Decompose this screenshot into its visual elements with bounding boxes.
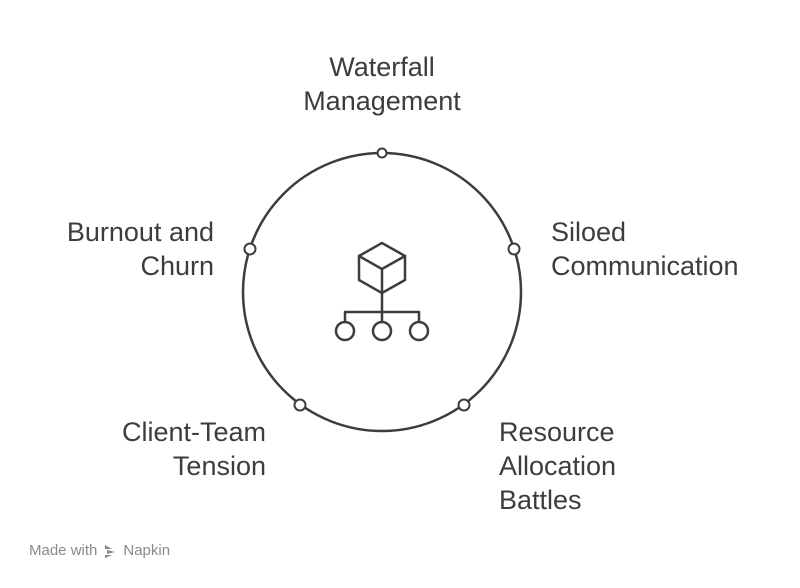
made-with-napkin-footer[interactable]: Made with Napkin bbox=[29, 541, 170, 561]
label-burnout-and-churn: Burnout and Churn bbox=[67, 215, 214, 283]
label-bottom-right-line-1: Resource bbox=[499, 417, 615, 447]
label-waterfall-management: Waterfall Management bbox=[282, 50, 482, 118]
label-left-line-2: Churn bbox=[140, 251, 214, 281]
label-resource-allocation-battles: Resource Allocation Battles bbox=[499, 415, 616, 517]
label-right-line-1: Siloed bbox=[551, 217, 627, 247]
label-top-line-1: Waterfall bbox=[329, 52, 435, 82]
node-marker-left bbox=[243, 242, 257, 256]
label-bottom-right-line-3: Battles bbox=[499, 485, 582, 515]
label-bottom-right-line-2: Allocation bbox=[499, 451, 617, 481]
hierarchy-child-right bbox=[408, 320, 430, 342]
hierarchy-child-center bbox=[371, 320, 393, 342]
label-left-line-1: Burnout and bbox=[66, 217, 214, 247]
node-marker-right bbox=[507, 242, 521, 256]
label-top-line-2: Management bbox=[303, 86, 461, 116]
node-marker-top bbox=[376, 147, 388, 159]
hierarchy-connector bbox=[343, 291, 421, 324]
hierarchy-child-left bbox=[334, 320, 356, 342]
label-siloed-communication: Siloed Communication bbox=[551, 215, 739, 283]
cube-hierarchy-icon bbox=[334, 241, 430, 342]
napkin-logo-icon bbox=[105, 545, 116, 558]
made-with-text: Made with bbox=[29, 542, 98, 559]
node-marker-bottom-left bbox=[293, 398, 307, 412]
label-bottom-left-line-1: Client-Team bbox=[121, 417, 266, 447]
label-bottom-left-line-2: Tension bbox=[172, 451, 266, 481]
label-right-line-2: Communication bbox=[551, 251, 739, 281]
cube-inner-edges bbox=[357, 254, 407, 295]
napkin-brand-text: Napkin bbox=[123, 542, 171, 559]
label-client-team-tension: Client-Team Tension bbox=[122, 415, 266, 483]
node-marker-bottom-right bbox=[457, 398, 471, 412]
